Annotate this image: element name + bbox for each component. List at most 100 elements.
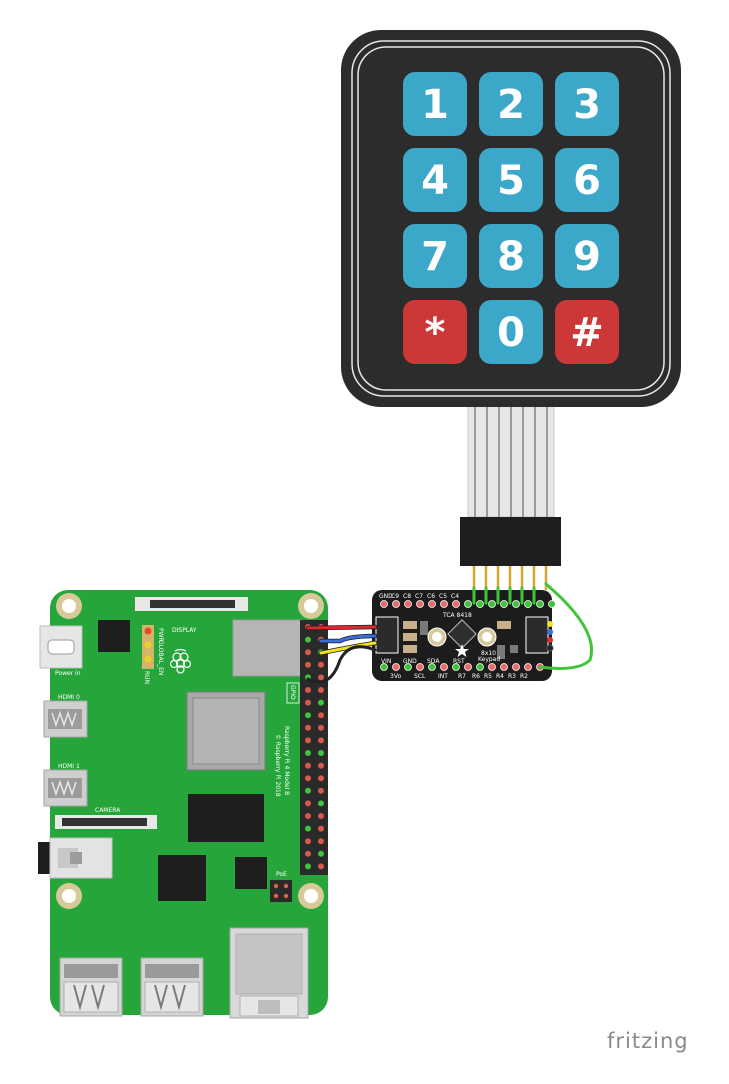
raspberry-pi-board: DISPLAY PWR GLOBAL_EN RUN bbox=[38, 590, 328, 1019]
key-label: 3 bbox=[573, 82, 601, 128]
gpio-pin bbox=[305, 737, 311, 744]
gpio-pin bbox=[318, 850, 324, 857]
breakout-bottom-pin bbox=[380, 663, 388, 671]
wire-keypad-long bbox=[538, 582, 593, 670]
gpio-pin bbox=[318, 661, 324, 668]
gpio-pin bbox=[318, 687, 324, 693]
breakout-title: TCA 8418 bbox=[442, 612, 472, 619]
led-label-pwr: PWR bbox=[157, 628, 164, 642]
gpio-pin bbox=[305, 687, 311, 693]
key-label: 1 bbox=[421, 82, 449, 128]
breakout-pin-label: SCL bbox=[414, 673, 426, 680]
gpio-pin bbox=[318, 712, 324, 719]
gpio-pin bbox=[318, 863, 324, 870]
gpio-pin bbox=[318, 737, 324, 744]
gpio-pin bbox=[305, 750, 311, 756]
stemma-right-pin-dots bbox=[546, 621, 554, 652]
key-label: 2 bbox=[497, 82, 525, 128]
key-1: 2 bbox=[479, 72, 543, 136]
key-label: 8 bbox=[497, 234, 525, 280]
breakout-bottom-pin bbox=[512, 663, 520, 671]
gpio-pin bbox=[318, 699, 324, 706]
breakout-top-pin bbox=[452, 600, 460, 608]
breakout-top-pin-label: C8 bbox=[403, 593, 411, 600]
gpio-pin bbox=[318, 813, 324, 819]
chip-pmic bbox=[235, 857, 267, 889]
wire-red bbox=[306, 625, 377, 630]
status-leds bbox=[142, 625, 154, 669]
gpio-pin bbox=[305, 850, 311, 857]
gpio-label: GPIO bbox=[289, 685, 296, 700]
gpio-pin bbox=[318, 750, 324, 756]
fritzing-logo: fritzing bbox=[607, 1029, 689, 1053]
hdmi-1-label: HDMI 1 bbox=[58, 763, 80, 770]
key-3: 4 bbox=[403, 148, 467, 212]
camera-connector bbox=[55, 815, 157, 829]
led-label-run: RUN bbox=[143, 671, 150, 684]
gpio-pin bbox=[305, 813, 311, 819]
key-label: # bbox=[570, 310, 604, 356]
key-label: 4 bbox=[421, 158, 449, 204]
camera-label: CAMERA bbox=[95, 807, 121, 814]
breakout-top-pin bbox=[464, 600, 472, 608]
breakout-bottom-pin bbox=[524, 663, 532, 671]
power-in-port bbox=[39, 625, 83, 669]
keypad-connector-pins bbox=[472, 566, 548, 590]
gpio-pin bbox=[305, 649, 311, 656]
breakout-bottom-pin bbox=[404, 663, 412, 671]
chip-small bbox=[98, 620, 130, 652]
breakout-pin-label: INT bbox=[438, 673, 448, 680]
breakout-bottom-pin bbox=[428, 663, 436, 671]
breakout-top-pin bbox=[548, 600, 556, 608]
breakout-subtitle-1: 8x10 bbox=[481, 650, 496, 657]
keypad-connector bbox=[460, 517, 561, 566]
usb-port-2 bbox=[140, 957, 204, 1017]
breakout-pin-label: R5 bbox=[484, 673, 492, 680]
breakout-pin-label: 3Vo bbox=[390, 673, 401, 680]
breakout-pin-label: RST bbox=[453, 658, 465, 665]
stemma-connector-right bbox=[525, 616, 549, 654]
breakout-top-pin bbox=[392, 600, 400, 608]
gpio-pin bbox=[305, 775, 311, 782]
led-label-global-en: GLOBAL_EN bbox=[157, 640, 164, 675]
breakout-top-pin bbox=[416, 600, 424, 608]
display-connector bbox=[135, 597, 248, 611]
breakout-bottom-pin bbox=[440, 663, 448, 671]
gpio-pin bbox=[318, 762, 324, 769]
gpio-pin bbox=[318, 838, 324, 845]
key-0: 1 bbox=[403, 72, 467, 136]
breakout-top-pin bbox=[380, 600, 388, 608]
wireless-module bbox=[232, 619, 302, 677]
poe-label: PoE bbox=[276, 871, 287, 878]
breakout-bottom-pin bbox=[476, 663, 484, 671]
hdmi-0-label: HDMI 0 bbox=[58, 694, 80, 701]
breakout-bottom-pin bbox=[392, 663, 400, 671]
gpio-pin bbox=[305, 863, 311, 870]
raspberry-logo-icon bbox=[169, 648, 192, 674]
breakout-top-pin-label: C9 bbox=[391, 593, 399, 600]
breakout-bottom-pin bbox=[464, 663, 472, 671]
gpio-pin bbox=[305, 636, 311, 643]
gpio-label-box: GPIO bbox=[286, 682, 300, 704]
breakout-pin-label: VIN bbox=[381, 658, 391, 665]
ethernet-port bbox=[229, 927, 309, 1019]
key-2: 3 bbox=[555, 72, 619, 136]
breakout-top-pin bbox=[536, 600, 544, 608]
pi-model-label: Raspberry Pi 4 Model B bbox=[283, 726, 290, 795]
key-4: 5 bbox=[479, 148, 543, 212]
breakout-top-pin bbox=[476, 600, 484, 608]
breakout-top-pin-label: C6 bbox=[427, 593, 435, 600]
breakout-top-pin bbox=[440, 600, 448, 608]
gpio-pin bbox=[318, 825, 324, 832]
wire-blue bbox=[319, 634, 377, 643]
key-label: * bbox=[425, 310, 446, 356]
breakout-pin-label: R3 bbox=[508, 673, 516, 680]
hdmi-1-port bbox=[43, 769, 88, 807]
adafruit-star-icon bbox=[455, 644, 469, 657]
gpio-pin bbox=[305, 762, 311, 769]
